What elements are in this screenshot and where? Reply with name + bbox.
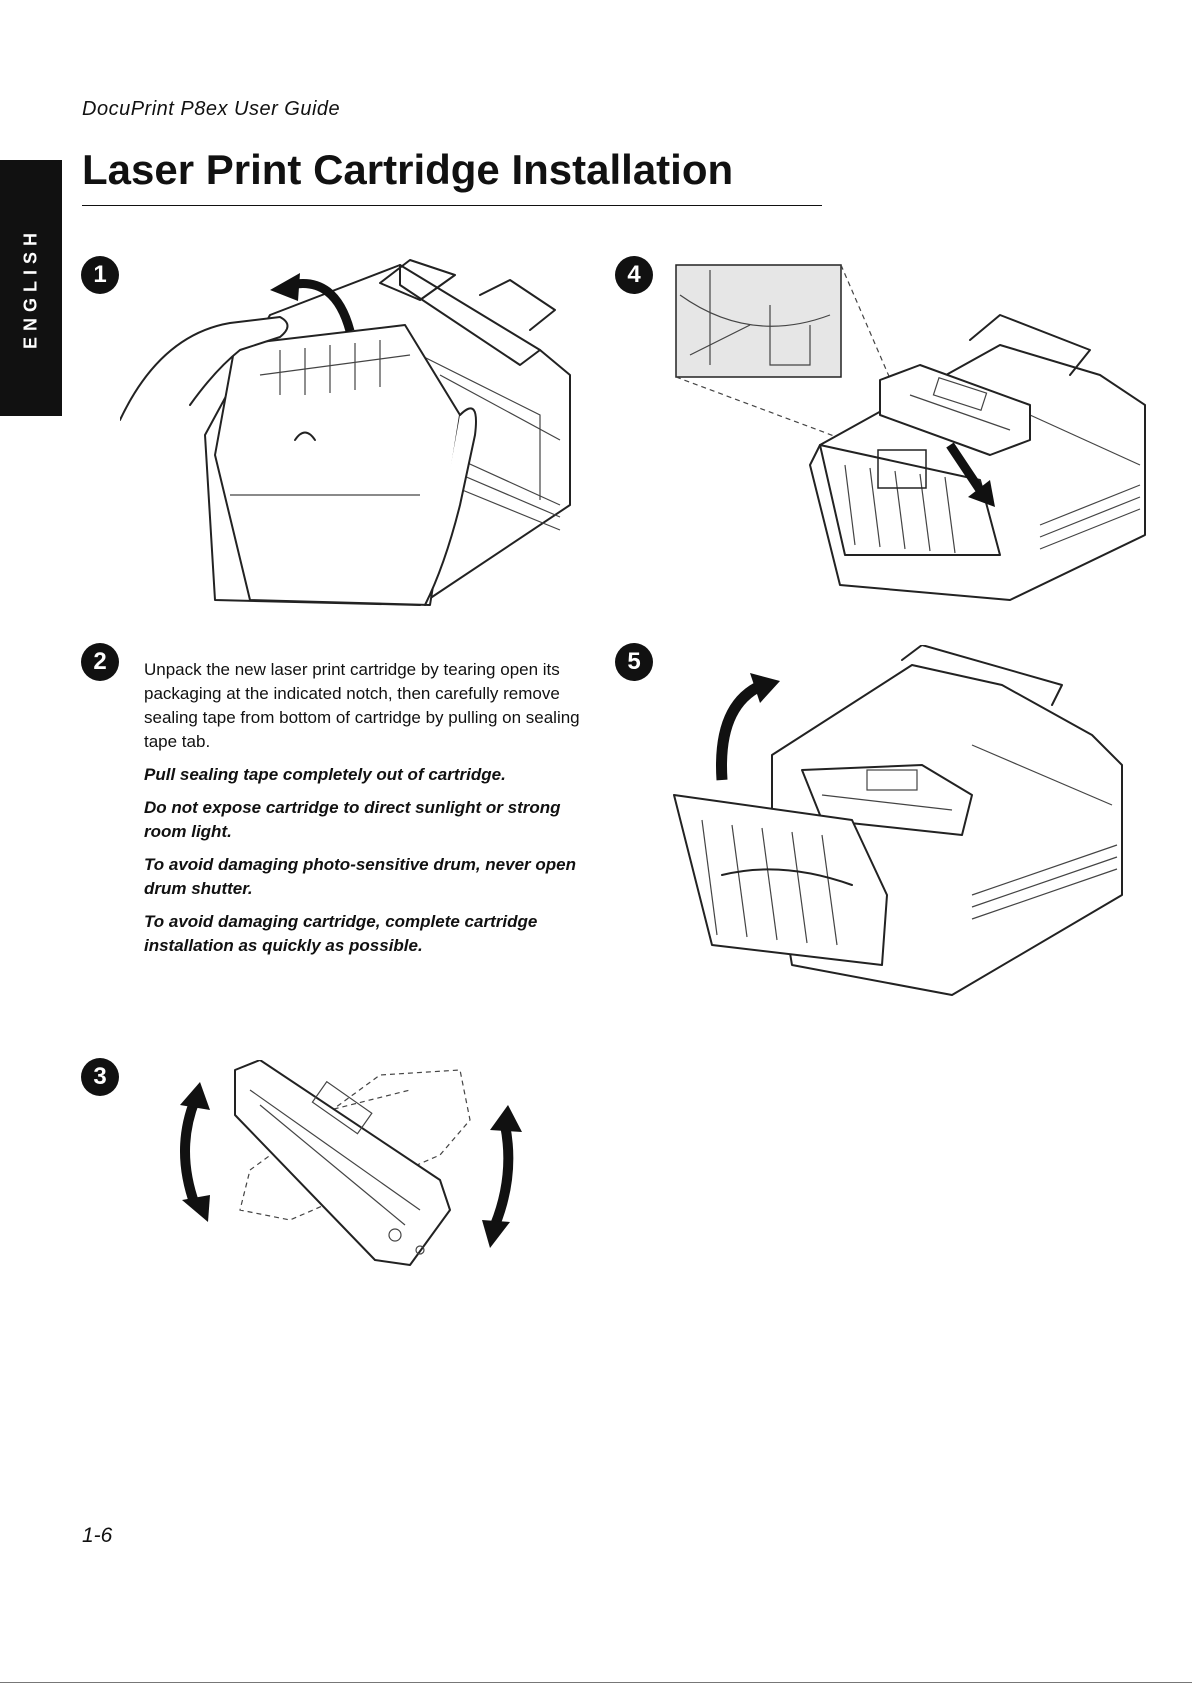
language-tab-label: ENGLISH [20, 226, 41, 350]
cartridge-rock-illustration [180, 1060, 522, 1266]
step-2-instructions: Unpack the new laser print cartridge by … [144, 658, 604, 967]
page-number: 1-6 [82, 1524, 113, 1547]
language-tab: ENGLISH [0, 160, 62, 416]
instruction-note: To avoid damaging photo-sensitive drum, … [144, 855, 576, 898]
step-5-badge: 5 [615, 643, 653, 681]
step-3-badge: 3 [81, 1058, 119, 1096]
page-title: Laser Print Cartridge Installation [82, 146, 734, 193]
document-header: DocuPrint P8ex User Guide [82, 98, 341, 120]
bottom-edge-rule [0, 1682, 1192, 1683]
printer-close-cover-illustration [673, 645, 1123, 996]
instruction-main: Unpack the new laser print cartridge by … [144, 660, 580, 751]
cartridge-insert-illustration [675, 264, 1146, 601]
instruction-note: Pull sealing tape completely out of cart… [144, 765, 506, 784]
instruction-note: Do not expose cartridge to direct sunlig… [144, 798, 561, 841]
step-4-badge: 4 [615, 256, 653, 294]
step-1-badge: 1 [81, 256, 119, 294]
step-2-badge: 2 [81, 643, 119, 681]
printer-open-cover-illustration [120, 259, 571, 606]
instruction-note: To avoid damaging cartridge, complete ca… [144, 912, 538, 955]
title-divider [82, 205, 822, 206]
